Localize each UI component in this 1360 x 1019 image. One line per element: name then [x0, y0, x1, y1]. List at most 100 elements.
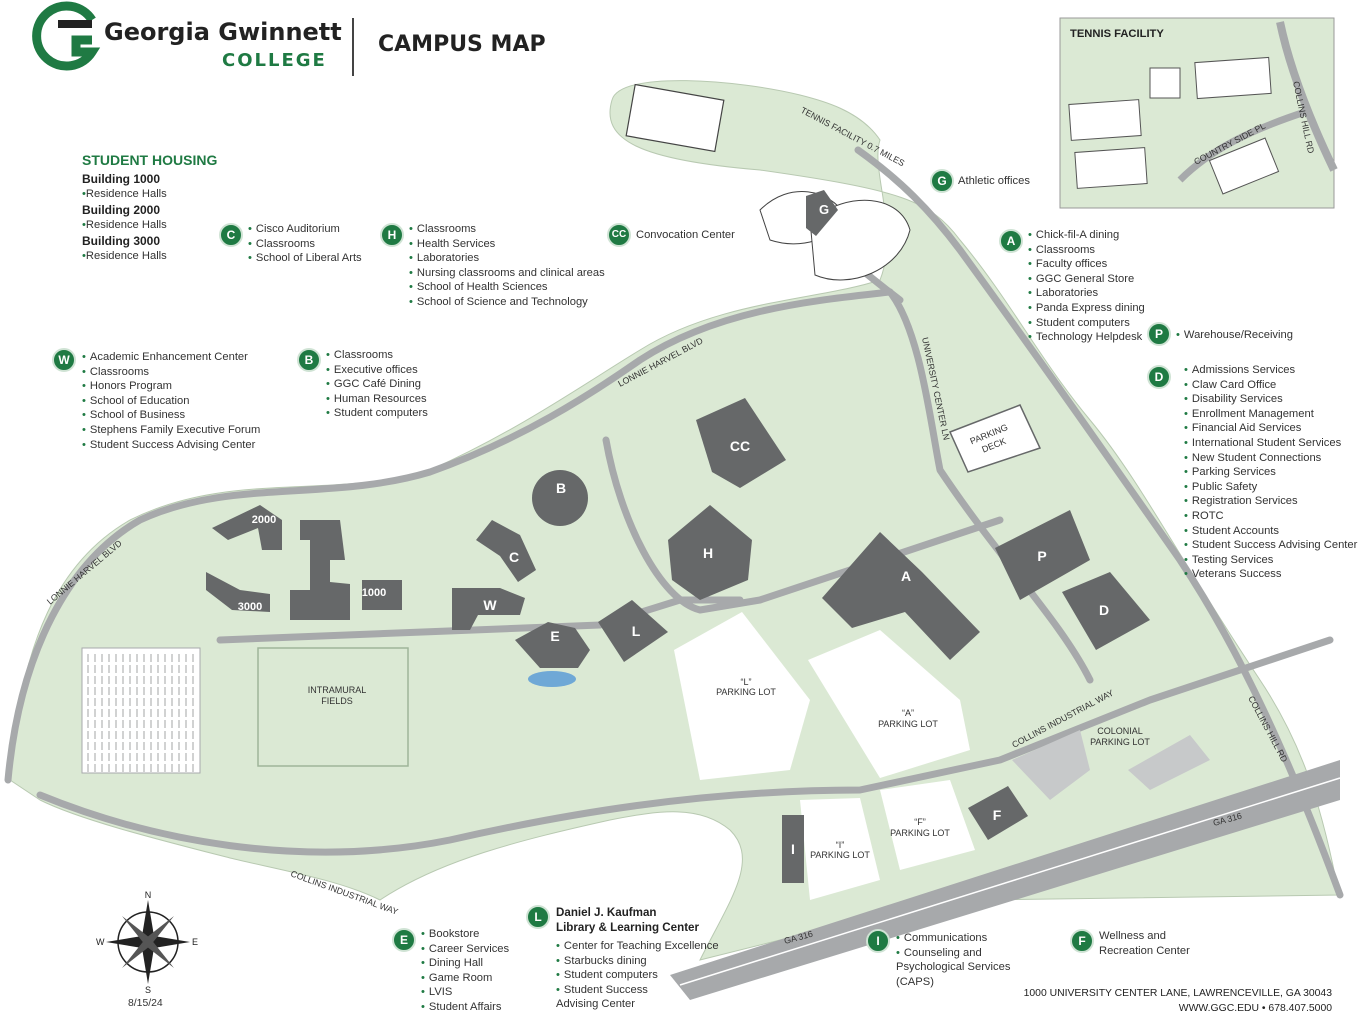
legend-item: Parking Services [1184, 465, 1357, 480]
label-b: B [556, 480, 566, 496]
tennis-inset-title: TENNIS FACILITY [1070, 28, 1164, 40]
label-p: P [1037, 548, 1046, 564]
building-labels: CC B C H W E L A P D F I G 2000 3000 100… [238, 202, 1109, 857]
building-b [532, 470, 588, 526]
housing-building-name: Building 1000 [82, 172, 161, 186]
f-lot-label-1: “F” [914, 817, 926, 827]
legend-item: Counseling and Psychological Services (C… [896, 946, 1046, 990]
legend-list-p: Warehouse/Receiving [1176, 328, 1293, 343]
building-a [822, 532, 980, 660]
label-2000: 2000 [252, 514, 276, 526]
label-h: H [703, 545, 713, 561]
header-divider [352, 18, 354, 76]
label-c: C [509, 549, 519, 565]
legend-item: GGC Café Dining [326, 377, 428, 392]
label-3000: 3000 [238, 601, 262, 613]
legend-item: Dining Hall [421, 956, 509, 971]
label-w: W [483, 597, 497, 613]
legend-item: Classrooms [409, 222, 605, 237]
housing-building-item: Residence Halls [82, 187, 167, 202]
legend-item: Student Success Advising Center [1184, 538, 1357, 553]
colonial-lot-label-2: PARKING LOT [1090, 737, 1150, 747]
parking-stripes [87, 654, 194, 772]
legend-item: Communications [896, 931, 1046, 946]
legend-item: Testing Services [1184, 553, 1357, 568]
compass-w: W [96, 937, 105, 947]
label-l: L [632, 623, 641, 639]
housing-building-item: Residence Halls [82, 249, 167, 264]
legend-badge-h: H [380, 223, 404, 247]
legend-item: Enrollment Management [1184, 407, 1357, 422]
legend-item: Game Room [421, 971, 509, 986]
housing-building-item: Residence Halls [82, 218, 167, 233]
intramural-label-2: FIELDS [321, 696, 353, 706]
legend-item: Faculty offices [1028, 257, 1145, 272]
building-g [806, 190, 838, 236]
buildings-layer [206, 190, 1150, 883]
f-lot-label-2: PARKING LOT [890, 828, 950, 838]
a-lot-label-1: “A” [902, 708, 914, 718]
legend-item: Student Affairs [421, 1000, 509, 1015]
legend-item: Registration Services [1184, 494, 1357, 509]
colonial-lot-label-1: COLONIAL [1097, 726, 1143, 736]
legend-item: Chick-fil-A dining [1028, 228, 1145, 243]
legend-list-g: Athletic offices [958, 174, 1030, 189]
legend-item: Honors Program [82, 379, 260, 394]
legend-item: Claw Card Office [1184, 378, 1357, 393]
legend-badge-c: C [219, 223, 243, 247]
logo-name: Georgia Gwinnett [104, 18, 342, 46]
l-parking-lot-area [674, 612, 810, 780]
colonial-lot-area [1012, 730, 1210, 800]
legend-item: Veterans Success [1184, 567, 1357, 582]
legend-list-i: Communications Counseling and Psychologi… [896, 931, 1046, 989]
building-cc [696, 398, 786, 488]
legend-item: Stephens Family Executive Forum [82, 423, 260, 438]
legend-item: Cisco Auditorium [248, 222, 362, 237]
building-d [1062, 572, 1150, 650]
legend-list-b: Classrooms Executive offices GGC Café Di… [326, 348, 428, 421]
legend-badge-l: L [526, 905, 550, 929]
legend-item: Classrooms [82, 365, 260, 380]
legend-item: Warehouse/Receiving [1176, 328, 1293, 343]
legend-item: Disability Services [1184, 392, 1357, 407]
building-c [476, 520, 536, 582]
legend-item: School of Health Sciences [409, 280, 605, 295]
legend-badge-i: I [866, 929, 890, 953]
legend-item: Student computers [1028, 316, 1145, 331]
housing-building-name: Building 2000 [82, 203, 161, 218]
legend-item: Admissions Services [1184, 363, 1357, 378]
header: Georgia Gwinnett COLLEGE CAMPUS MAP [14, 4, 574, 84]
legend-item: Health Services [409, 237, 605, 252]
legend-item: Wellness and Recreation Center [1099, 930, 1190, 957]
footer-address: 1000 UNIVERSITY CENTER LANE, LAWRENCEVIL… [1023, 988, 1332, 999]
building-w [452, 588, 525, 630]
legend-badge-a: A [999, 229, 1023, 253]
legend-item: Student Success Advising Center [82, 438, 260, 453]
building-3000 [206, 572, 270, 612]
legend-badge-cc: CC [607, 223, 631, 247]
softball-field [809, 199, 911, 281]
legend-list-cc: Convocation Center [636, 228, 735, 243]
label-i: I [791, 841, 795, 857]
legend-item: School of Business [82, 408, 260, 423]
legend-list-w: Academic Enhancement Center Classrooms H… [82, 350, 260, 452]
west-parking-lot [81, 647, 201, 774]
legend-list-f: Wellness and Recreation Center [1099, 929, 1195, 958]
label-e: E [550, 628, 559, 644]
housing-building-name: Building 3000 [82, 234, 161, 249]
housing-list: Building 1000 Residence Halls Building 2… [82, 170, 167, 264]
legend-badge-g: G [930, 169, 954, 193]
legend-badge-p: P [1147, 322, 1171, 346]
ggc-logo-mark [32, 1, 101, 71]
building-i [782, 815, 804, 883]
legend-item: International Student Services [1184, 436, 1357, 451]
l-lot-label-1: “L” [741, 677, 752, 687]
legend-list-e: Bookstore Career Services Dining Hall Ga… [421, 927, 509, 1015]
compass-rose: N S E W [96, 890, 198, 995]
legend-item: Student Success Advising Center [556, 983, 676, 1012]
building-h [668, 505, 752, 600]
ga-316-highway [670, 760, 1341, 1000]
label-g: G [819, 202, 829, 217]
label-d: D [1099, 602, 1109, 618]
